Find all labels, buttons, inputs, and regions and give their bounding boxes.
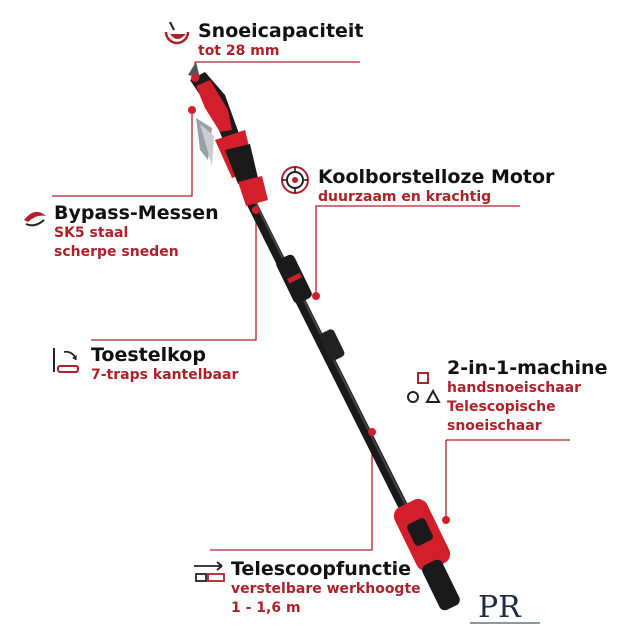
feature-title: Snoeicapaciteit [198, 20, 364, 42]
brand-logo: PR [470, 583, 540, 629]
telescope-slide-icon [194, 561, 225, 582]
feature-desc-line: snoeischaar [447, 418, 542, 434]
feature-title: Toestelkop [91, 344, 206, 366]
feature-desc-line: 1 - 1,6 m [231, 600, 301, 616]
feature-blades: Bypass-Messen SK5 staal scherpe sneden [54, 202, 219, 262]
callout-lines [52, 61, 570, 551]
logo-text: PR [478, 590, 522, 625]
feature-desc-line: Telescopische [447, 399, 556, 415]
pruner-head [188, 62, 268, 206]
feature-desc-line: tot 28 mm [198, 43, 280, 59]
feature-desc-line: 7-traps kantelbaar [91, 367, 239, 383]
feature-desc-line: scherpe sneden [54, 244, 179, 260]
feature-machine: 2-in-1-machine handsnoeischaar Telescopi… [447, 357, 607, 436]
handle [393, 499, 460, 611]
feature-desc-line: SK5 staal [54, 225, 129, 241]
callout-dots [188, 74, 450, 524]
tilt-head-icon [53, 348, 79, 373]
blade-icon [24, 211, 46, 227]
motor-rotor-icon [281, 166, 309, 194]
branch-cut-icon [164, 21, 190, 45]
feature-telescopic: Telescoopfunctie verstelbare werkhoogte … [231, 558, 421, 618]
pole-saw [188, 62, 460, 611]
feature-title: Koolborstelloze Motor [318, 166, 555, 188]
logo-mark: PR [470, 590, 540, 625]
feature-motor: Koolborstelloze Motor duurzaam en kracht… [318, 166, 554, 207]
feature-title: 2-in-1-machine [447, 357, 608, 379]
shapes-icon [407, 372, 441, 403]
feature-desc-line: handsnoeischaar [447, 380, 582, 396]
feature-title: Bypass-Messen [54, 202, 219, 224]
feature-desc-line: verstelbare werkhoogte [231, 581, 421, 597]
feature-head: Toestelkop 7-traps kantelbaar [91, 344, 238, 385]
feature-cutting-capacity: Snoeicapaciteit tot 28 mm [198, 20, 364, 61]
feature-title: Telescoopfunctie [231, 558, 412, 580]
feature-desc-line: duurzaam en krachtig [318, 189, 492, 205]
